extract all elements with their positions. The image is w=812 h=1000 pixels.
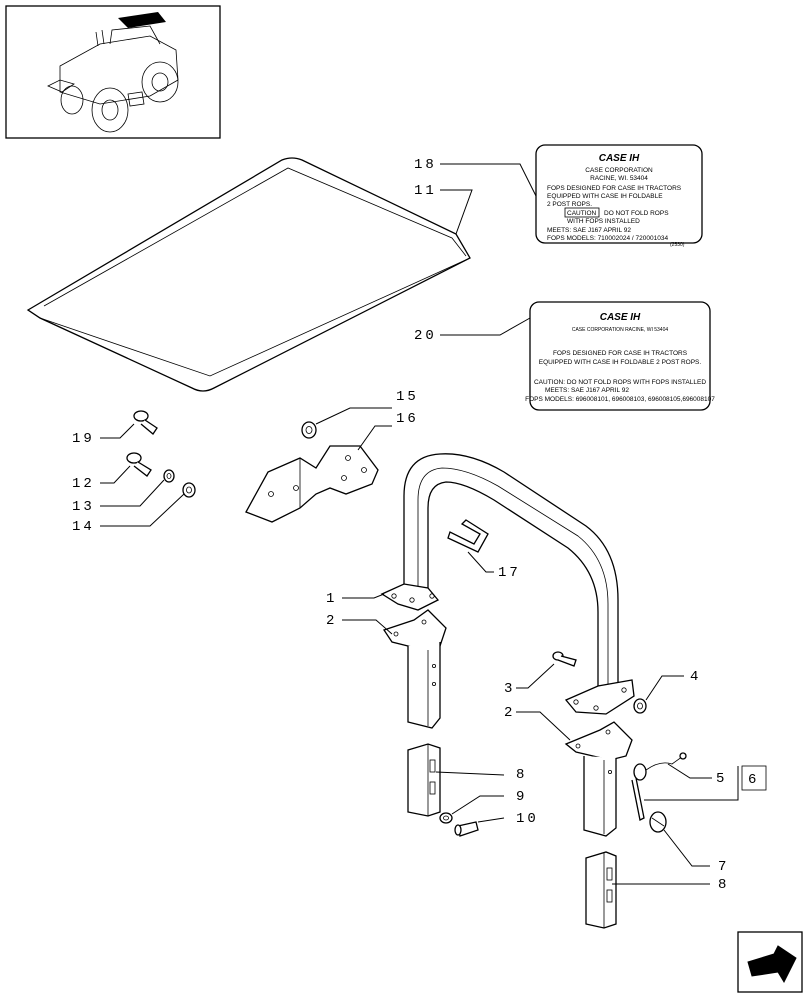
washer-13 [163, 469, 175, 483]
decal-text: EQUIPPED WITH CASE IH FOLDABLE 2 POST RO… [539, 359, 702, 366]
washer-9 [439, 812, 453, 824]
decal-text: EQUIPPED WITH CASE IH FOLDABLE [547, 193, 663, 200]
decal-text: MEETS: SAE J167 APRIL 92 [545, 387, 629, 394]
callout-14: 14 [72, 519, 95, 535]
nut-14 [182, 482, 196, 498]
decal-text: FOPS MODELS: 696008101, 696008103, 69600… [525, 396, 715, 403]
callout-11: 11 [414, 183, 437, 199]
decal-text: 2 POST ROPS. [547, 201, 592, 208]
callout-4: 4 [690, 669, 701, 685]
decal-text: FOPS MODELS: 710002024 / 720001034 [547, 235, 668, 242]
decal-18: CASE IH CASE CORPORATION RACINE, WI. 534… [535, 144, 703, 248]
bolt-10 [454, 821, 479, 837]
sleeve-8-right [585, 851, 617, 929]
bolt-12 [126, 452, 152, 477]
callout-16: 16 [396, 411, 419, 427]
callout-1: 1 [326, 591, 337, 607]
callout-5: 5 [716, 771, 727, 787]
tractor-thumbnail-icon [5, 5, 221, 139]
callout-13: 13 [72, 499, 95, 515]
callout-2-left: 2 [326, 613, 337, 629]
callout-6: 6 [748, 772, 759, 788]
caution-label: CAUTION [567, 210, 597, 217]
callout-8-right: 8 [718, 877, 729, 893]
callout-7: 7 [718, 859, 729, 875]
fops-roof-panel [26, 157, 471, 392]
callout-12: 12 [72, 476, 95, 492]
callout-18: 18 [414, 157, 437, 173]
callout-box-6 [741, 765, 767, 791]
callout-17: 17 [498, 565, 521, 581]
lower-post-right [564, 721, 633, 837]
decal-text: CASE CORPORATION RACINE, WI 53404 [572, 327, 669, 333]
callout-2-right: 2 [504, 705, 515, 721]
lynch-pin-7 [649, 811, 667, 833]
leader-lines [100, 163, 739, 885]
callout-8-left: 8 [516, 767, 527, 783]
decal-code: (2530) [670, 242, 685, 248]
decal-text: CASE CORPORATION [585, 167, 653, 174]
nut-15 [301, 421, 317, 439]
lower-post-left [382, 609, 447, 729]
bolt-3 [552, 651, 577, 667]
callout-numbers: 18 11 20 19 12 13 14 15 16 17 1 2 3 2 4 … [72, 157, 759, 893]
decal-text: FOPS DESIGNED FOR CASE IH TRACTORS [553, 350, 688, 357]
bolt-19 [133, 410, 158, 435]
decal-text: RACINE, WI. 53404 [590, 175, 648, 182]
callout-3: 3 [504, 681, 515, 697]
decal-text: CAUTION: DO NOT FOLD ROPS WITH FOPS INST… [534, 379, 706, 386]
sleeve-8-left [407, 743, 441, 817]
callout-19: 19 [72, 431, 95, 447]
nut-4 [633, 698, 647, 714]
decal-text: MEETS: SAE J167 APRIL 92 [547, 227, 631, 234]
case-ih-logo: CASE IH [600, 312, 641, 323]
pin-5 [631, 752, 687, 821]
mounting-bracket-16 [245, 445, 379, 523]
case-ih-logo: CASE IH [599, 153, 640, 164]
callout-20: 20 [414, 328, 437, 344]
callout-10: 10 [516, 811, 539, 827]
decal-20: CASE IH CASE CORPORATION RACINE, WI 5340… [525, 301, 715, 411]
callout-9: 9 [516, 789, 527, 805]
decal-text: WITH FOPS INSTALLED [567, 218, 640, 225]
u-clip-17 [447, 519, 489, 553]
decal-text: FOPS DESIGNED FOR CASE IH TRACTORS [547, 185, 682, 192]
next-page-arrow-icon[interactable] [737, 931, 803, 993]
decal-text: DO NOT FOLD ROPS [604, 210, 669, 217]
callout-15: 15 [396, 389, 419, 405]
rops-upper-hoop [380, 453, 635, 715]
